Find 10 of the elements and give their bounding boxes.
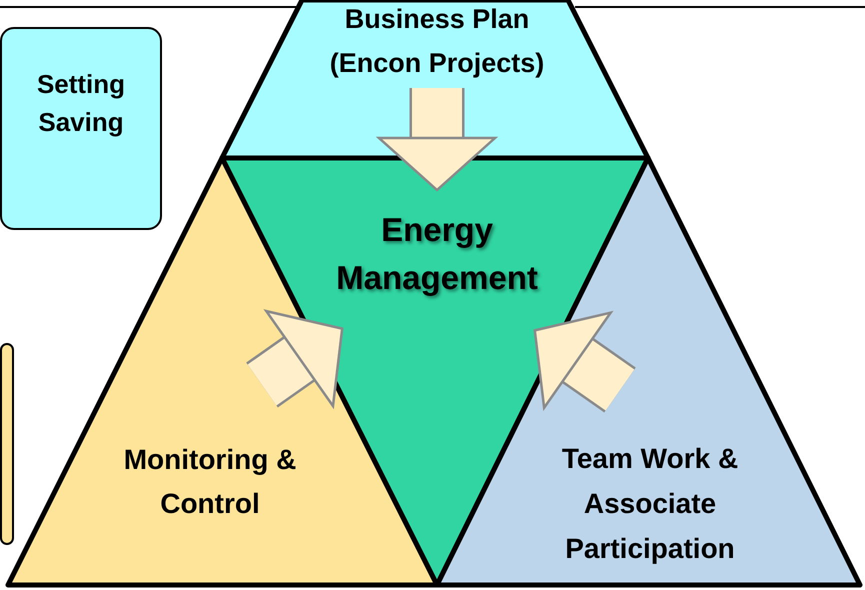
text-box xyxy=(0,27,162,230)
empty-box xyxy=(0,343,14,545)
block-arrow xyxy=(534,311,636,413)
box-label: Setting Saving xyxy=(36,68,126,139)
shape-label: Energy Management xyxy=(335,210,539,298)
block-arrow xyxy=(246,310,344,408)
shape-label: Business Plan (Encon Projects) xyxy=(328,3,546,80)
shape-label: Monitoring & Control xyxy=(122,443,298,521)
shape-label: Team Work & Associate Participation xyxy=(560,442,740,566)
block-arrow xyxy=(378,88,496,192)
